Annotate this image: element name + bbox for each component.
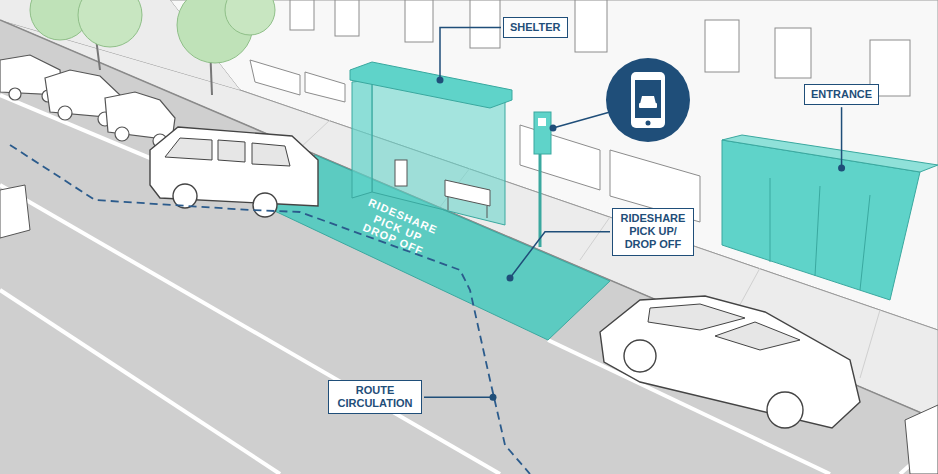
callout-label: RIDESHARE PICK UP/ DROP OFF (619, 212, 687, 252)
parked-cars (0, 55, 175, 148)
callout-label: SHELTER (510, 21, 561, 34)
leader-line (424, 396, 493, 398)
parked-car (600, 296, 860, 428)
rideshare-sign (534, 112, 551, 247)
car-edge (0, 185, 938, 474)
callout-label: ROUTE CIRCULATION (335, 384, 415, 410)
leader-dot (437, 77, 444, 84)
leader-line (510, 232, 610, 278)
leader-dot (507, 275, 514, 282)
road (0, 20, 938, 474)
callout-box: ENTRANCE (804, 84, 879, 105)
leader-dot (490, 394, 497, 401)
callout-box: ROUTE CIRCULATION (328, 380, 422, 414)
callout-label: ENTRANCE (811, 88, 872, 101)
callout-box: RIDESHARE PICK UP/ DROP OFF (612, 208, 694, 256)
route-path (10, 145, 530, 474)
pavement-marking: RIDESHARE PICK UP DROP OFF (351, 194, 445, 263)
leader-line (841, 107, 843, 168)
leader-dot (838, 165, 845, 172)
van (150, 127, 318, 217)
entrance (722, 135, 938, 300)
leader-line (440, 28, 501, 80)
phone-icon (550, 58, 691, 142)
callout-box: SHELTER (503, 17, 568, 38)
